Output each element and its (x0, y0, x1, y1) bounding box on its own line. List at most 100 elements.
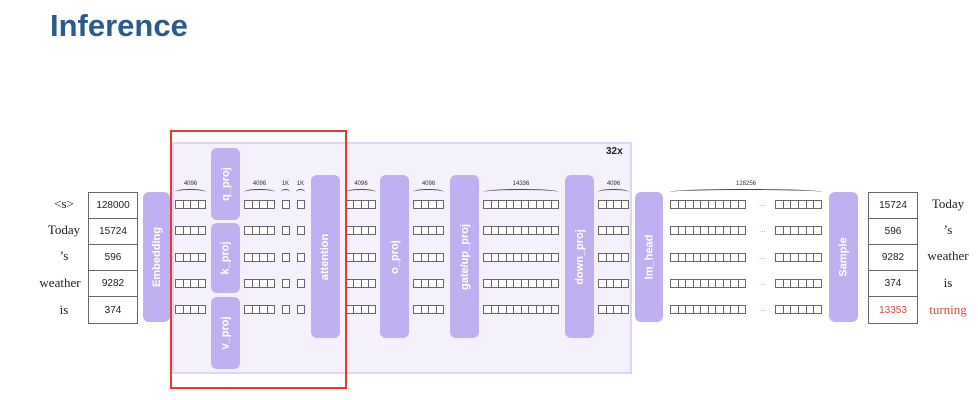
vector-cells (175, 226, 206, 235)
dim-label: 1K (296, 181, 305, 197)
k-proj-block: k_proj (211, 223, 240, 293)
vector-cells (670, 305, 746, 314)
dim-label: 4096 (175, 181, 206, 197)
vector-cells (413, 226, 444, 235)
vector-cells (346, 200, 376, 209)
output-id: 374 (869, 271, 917, 297)
input-id: 374 (104, 304, 122, 316)
input-id: 9282 (89, 271, 137, 297)
ellipsis: ... (759, 225, 766, 234)
vector-cells (346, 279, 376, 288)
vector-cells (775, 305, 822, 314)
gate-up-proj-block: gate/up_proj (450, 175, 479, 338)
dim-label: 4096 (244, 181, 275, 197)
output-id: 15724 (869, 193, 917, 219)
vector-cells (483, 279, 559, 288)
vector-cells (297, 253, 305, 262)
vector-cells (598, 226, 629, 235)
vector-cells (483, 305, 559, 314)
embedding-block: Embedding (143, 192, 170, 322)
input-id: 596 (89, 245, 137, 271)
dim-label: 4096 (346, 181, 376, 197)
vector-cells (282, 279, 290, 288)
vector-cells (483, 200, 559, 209)
vector-cells (244, 305, 275, 314)
vector-cells (297, 279, 305, 288)
vector-cells (244, 200, 275, 209)
dim-label: 1K (281, 181, 290, 197)
output-id: 9282 (869, 245, 917, 271)
o-proj-label: o_proj (388, 239, 401, 274)
q-proj-block: q_proj (211, 148, 240, 220)
vector-cells (346, 226, 376, 235)
vector-cells (282, 200, 290, 209)
vector-cells (413, 253, 444, 262)
output-token: is (943, 275, 953, 290)
output-id-table: 15724 596 9282 374 13353 (868, 192, 918, 324)
down-proj-label: down_proj (573, 228, 586, 285)
vector-cells (670, 253, 746, 262)
vector-cells (297, 200, 305, 209)
down-proj-block: down_proj (565, 175, 594, 338)
vector-cells (775, 200, 822, 209)
output-token: Today (931, 196, 965, 211)
vector-cells (598, 253, 629, 262)
vector-cells (297, 226, 305, 235)
vector-cells (775, 279, 822, 288)
slide-title: Inference (50, 8, 188, 43)
vector-cells (775, 253, 822, 262)
vector-cells (175, 305, 206, 314)
vector-cells (483, 253, 559, 262)
sample-label: Sample (837, 237, 850, 277)
vector-cells (413, 305, 444, 314)
input-id: 15724 (89, 219, 137, 245)
ellipsis: ... (759, 199, 766, 208)
dim-label: 128256 (670, 181, 822, 197)
input-token: is (59, 302, 69, 317)
output-token: turning (929, 302, 967, 317)
dim-label: 14336 (483, 181, 559, 197)
vector-cells (346, 305, 376, 314)
lm-head-label: lm_head (643, 234, 656, 280)
vector-cells (346, 253, 376, 262)
dim-label: 4096 (413, 181, 444, 197)
highlight-box (170, 130, 347, 389)
input-id: 128000 (89, 193, 137, 219)
ellipsis: ... (759, 252, 766, 261)
vector-cells (598, 305, 629, 314)
vector-cells (413, 279, 444, 288)
vector-cells (244, 279, 275, 288)
sample-block: Sample (829, 192, 858, 322)
dim-label: 4096 (598, 181, 629, 197)
output-id: 596 (869, 219, 917, 245)
input-token: <s> (54, 196, 74, 211)
vector-cells (670, 200, 746, 209)
o-proj-block: o_proj (380, 175, 409, 338)
vector-cells (670, 279, 746, 288)
vector-cells (775, 226, 822, 235)
input-token: Today (47, 222, 81, 237)
vector-cells (598, 200, 629, 209)
vector-cells (598, 279, 629, 288)
vector-cells (175, 279, 206, 288)
vector-cells (244, 226, 275, 235)
vector-cells (282, 305, 290, 314)
vector-cells (282, 226, 290, 235)
attention-block: attention (311, 175, 340, 338)
vector-cells (175, 200, 206, 209)
vector-cells (670, 226, 746, 235)
input-token: ’s (59, 248, 69, 263)
output-id: 13353 (879, 304, 907, 316)
vector-cells (297, 305, 305, 314)
ellipsis: ... (759, 304, 766, 313)
output-token: weather (927, 248, 969, 263)
lm-head-block: lm_head (635, 192, 663, 322)
layer-repeat-label: 32x (606, 146, 623, 157)
vector-cells (244, 253, 275, 262)
embedding-label: Embedding (150, 227, 163, 287)
vector-cells (483, 226, 559, 235)
v-proj-block: v_proj (211, 297, 240, 369)
input-id-table: 128000 15724 596 9282 374 (88, 192, 138, 324)
vector-cells (413, 200, 444, 209)
vector-cells (282, 253, 290, 262)
